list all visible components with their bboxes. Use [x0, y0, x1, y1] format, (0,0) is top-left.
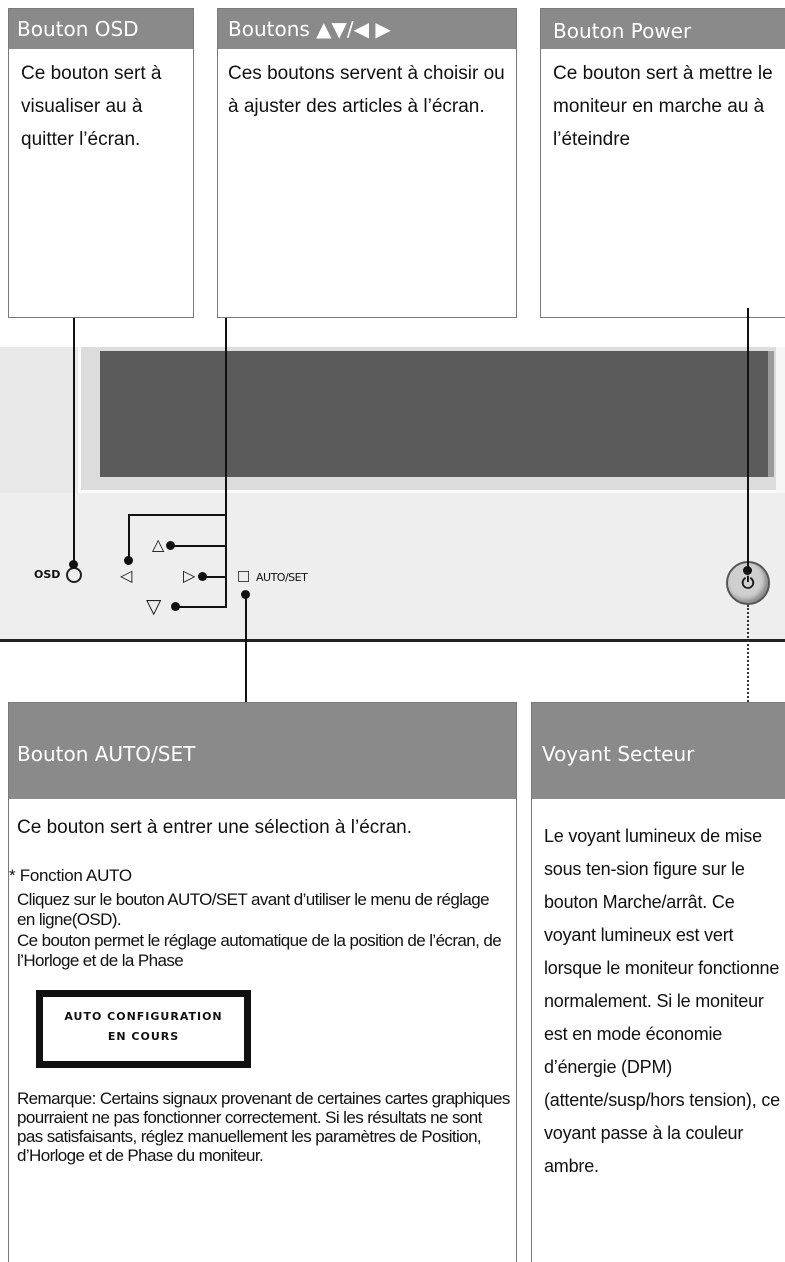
autoset-intro: Ce bouton sert à entrer une sélection à … [17, 817, 413, 838]
bezel-right-edge [776, 347, 785, 493]
autoset-callout: Bouton AUTO/SET Ce bouton sert à entrer … [8, 702, 517, 1262]
led-callout: Voyant Secteur Le voyant lumineux de mis… [531, 702, 785, 1262]
arrows-callout-title: Boutons ▲▼/◀ ▶ [218, 9, 516, 49]
osd-label: OSD [34, 568, 61, 581]
message-line-2: EN COURS [107, 1030, 180, 1043]
power-leader-line [747, 308, 749, 570]
left-arrow-icon[interactable]: ◁ [120, 566, 133, 585]
arrows-bracket-top [128, 514, 227, 516]
right-arrow-icon[interactable]: ▷ [183, 566, 196, 585]
osd-button[interactable] [66, 567, 82, 583]
up-arrow-dot [166, 541, 175, 550]
monitor-bezel [0, 347, 785, 642]
down-arrow-connector [175, 606, 227, 608]
auto-configuration-message-box: AUTO CONFIGURATION EN COURS [36, 990, 251, 1068]
arrows-callout-text: Ces boutons servent à choisir ou à ajust… [228, 63, 505, 117]
led-callout-title: Voyant Secteur [532, 703, 785, 799]
power-callout-text: Ce bouton sert à mettre le moniteur en m… [553, 63, 773, 150]
up-arrow-icon[interactable]: △ [152, 535, 165, 554]
osd-callout-text: Ce bouton sert à visualiser au à quitter… [21, 63, 162, 150]
monitor-screen [100, 351, 774, 477]
arrows-leader-line [225, 318, 227, 514]
led-dotted-leader [747, 605, 749, 702]
arrows-bracket-vertical [225, 514, 227, 607]
up-arrow-connector [170, 545, 227, 547]
autoset-remark: Remarque: Certains signaux provenant de … [17, 1089, 510, 1165]
right-arrow-connector [202, 576, 227, 578]
down-arrow-icon[interactable]: ▽ [146, 594, 162, 618]
osd-callout: Bouton OSD Ce bouton sert à visualiser a… [8, 8, 194, 318]
autoset-callout-title: Bouton AUTO/SET [9, 703, 516, 799]
power-icon: ⏻ [741, 573, 755, 592]
osd-leader-line [73, 318, 75, 565]
power-callout: Bouton Power Ce bouton sert à mettre le … [540, 8, 785, 318]
message-line-1: AUTO CONFIGURATION [64, 1010, 223, 1023]
power-leader-dot [743, 566, 752, 575]
osd-leader-dot [69, 560, 78, 569]
auto-function-title: * Fonction AUTO [9, 866, 132, 885]
led-callout-text: Le voyant lumineux de mise sous ten-sion… [544, 826, 780, 1176]
osd-callout-title: Bouton OSD [9, 9, 193, 49]
autoset-leader-line [245, 596, 247, 702]
down-arrow-dot [171, 602, 180, 611]
arrows-bracket-left-drop [128, 514, 130, 558]
autoset-leader-dot [241, 590, 250, 599]
left-arrow-dot [124, 556, 133, 565]
auto-set-button-icon[interactable]: □ [237, 568, 251, 584]
bezel-left-edge [0, 347, 78, 493]
power-callout-title: Bouton Power [541, 9, 785, 49]
right-arrow-dot [198, 572, 207, 581]
auto-set-label: AUTO/SET [256, 571, 308, 584]
auto-function-text-1: Cliquez sur le bouton AUTO/SET avant d’u… [17, 890, 490, 929]
auto-function-text-2: Ce bouton permet le réglage automatique … [17, 931, 502, 970]
arrows-callout: Boutons ▲▼/◀ ▶ Ces boutons servent à cho… [217, 8, 517, 318]
